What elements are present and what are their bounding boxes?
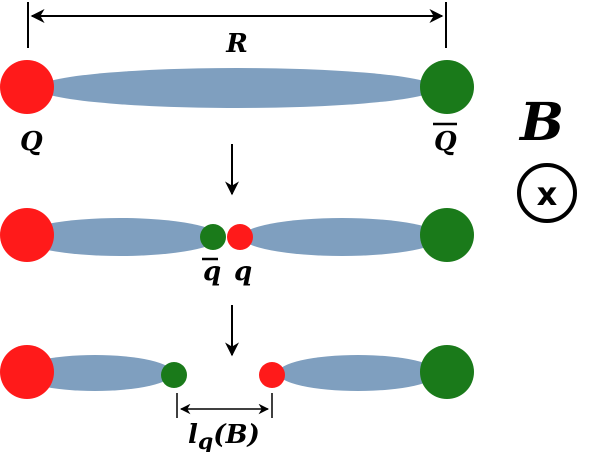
light-antiquark (200, 224, 226, 250)
separation-label: R (225, 29, 248, 59)
light-antiquark-label: q (203, 257, 221, 287)
field-label: B (518, 92, 564, 153)
separation-dimension: R (27, 2, 447, 59)
heavy-antiquark (420, 345, 474, 399)
flux-tube-left (17, 355, 173, 391)
heavy-quark (0, 345, 54, 399)
heavy-quark (0, 208, 54, 262)
light-quark (259, 362, 285, 388)
heavy-antiquark (420, 208, 474, 262)
stage-2-pair-creation: q q (0, 208, 474, 287)
stage-3-broken-string (0, 345, 474, 399)
light-antiquark (161, 362, 187, 388)
light-quark (227, 224, 253, 250)
stage-1-string: Q Q (0, 60, 474, 157)
into-page-symbol: x (537, 175, 558, 213)
breaking-length-label: lq(B) (188, 420, 260, 452)
into-page-icon (517, 163, 577, 223)
breaking-length-dimension: lq(B) (176, 393, 273, 455)
flux-tube-left (20, 218, 220, 256)
heavy-antiquark-label-group: Q (433, 122, 457, 157)
flux-tube-right (242, 218, 442, 256)
flux-tube-right (278, 355, 438, 391)
flux-tube (37, 68, 437, 108)
heavy-quark (0, 60, 54, 114)
heavy-antiquark-label: Q (434, 127, 457, 157)
heavy-antiquark (420, 60, 474, 114)
magnetic-field-indicator: B x (517, 92, 577, 223)
heavy-quark-label: Q (20, 127, 43, 157)
light-antiquark-label-group: q (202, 257, 221, 287)
light-quark-label: q (234, 257, 252, 287)
